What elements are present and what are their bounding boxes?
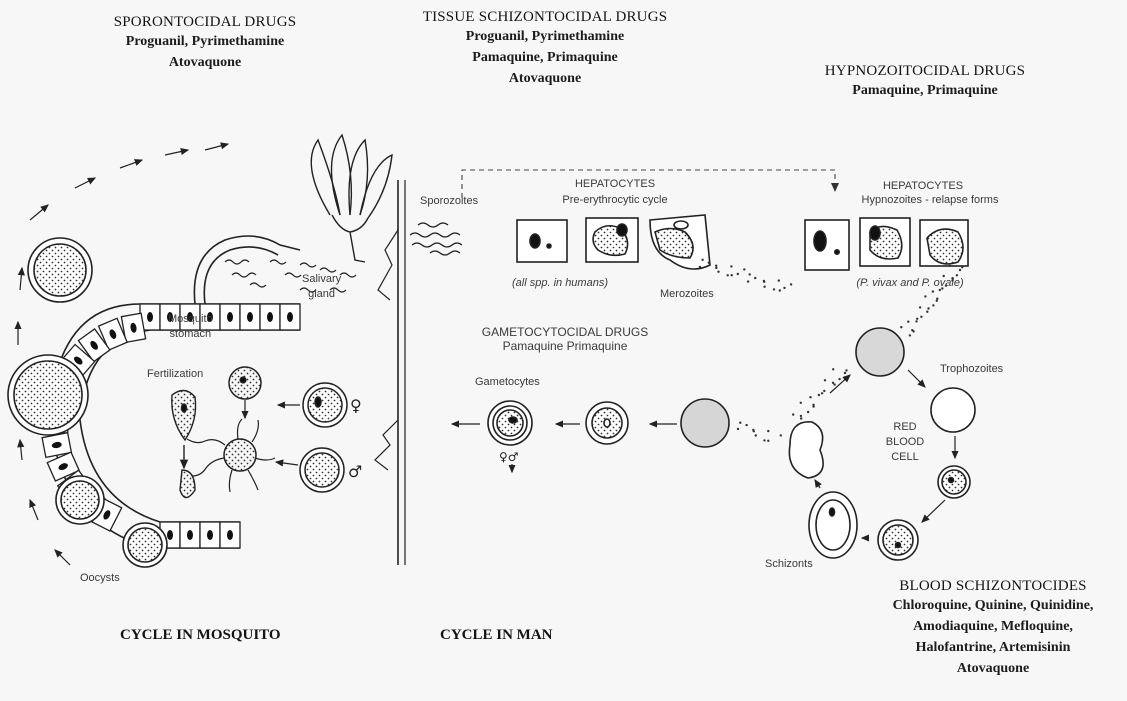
tissue-schizontocidal-group: TISSUE SCHIZONTOCIDAL DRUGS Proguanil, P… [420, 9, 670, 89]
proboscis [375, 180, 405, 565]
label-gametocytes: Gametocytes [475, 376, 540, 388]
mosquito-gametocytes [300, 383, 347, 492]
exflagellation [187, 367, 275, 492]
label-hepatocytes-1: HEPATOCYTES [560, 178, 670, 190]
sporontocidal-group: SPORONTOCIDAL DRUGS Proguanil, Pyrimetha… [100, 14, 310, 73]
tissue-schizontocidal-drugs-2: Pamaquine, Primaquine [420, 47, 670, 68]
sporontocidal-drugs-1: Proguanil, Pyrimethamine [100, 31, 310, 52]
gametocyte-row-arrows [452, 424, 677, 472]
hypnozoitocidal-drugs: Pamaquine, Primaquine [800, 80, 1050, 101]
label-trophozoites: Trophozoites [940, 363, 1003, 375]
tissue-schizontocidal-title: TISSUE SCHIZONTOCIDAL DRUGS [420, 9, 670, 26]
gametocyte-entry-arrows [276, 405, 300, 465]
label-schizonts: Schizonts [765, 558, 813, 570]
ookinete [172, 390, 196, 497]
label-hepatocytes-2: HEPATOCYTES [868, 180, 978, 192]
gametocytocidal-title: GAMETOCYTOCIDAL DRUGS [455, 325, 675, 339]
sporozoites-in-man [410, 223, 462, 255]
hepatocytes-pre-erythrocytic [517, 215, 710, 269]
label-pre-erythrocytic: Pre-erythrocytic cycle [548, 194, 682, 206]
hypnozoitocidal-title: HYPNOZOITOCIDAL DRUGS [800, 63, 1050, 80]
label-salivary-gland: Salivary gland [302, 272, 341, 302]
blood-schizontocides-drugs-1: Chloroquine, Quinine, Quinidine, [868, 595, 1118, 616]
salivary-gland [311, 135, 392, 262]
label-oocysts: Oocysts [80, 572, 120, 584]
female-symbol: ♀ [350, 396, 362, 415]
label-red-blood-cell: RED BLOOD CELL [880, 420, 930, 465]
gametocyte-row [488, 399, 729, 447]
tissue-schizontocidal-drugs-3: Atovaquone [420, 68, 670, 89]
sporontocidal-title: SPORONTOCIDAL DRUGS [100, 14, 310, 31]
blood-schizontocides-drugs-3: Halofantrine, Artemisinin [868, 637, 1118, 658]
blood-schizontocides-group: BLOOD SCHIZONTOCIDES Chloroquine, Quinin… [868, 578, 1118, 679]
label-hypnozoites: Hypnozoites - relapse forms [850, 194, 1010, 206]
tissue-schizontocidal-drugs-1: Proguanil, Pyrimethamine [420, 26, 670, 47]
blood-schizontocides-drugs-2: Amodiaquine, Mefloquine, [868, 616, 1118, 637]
blood-schizontocides-title: BLOOD SCHIZONTOCIDES [868, 578, 1118, 595]
label-mosquito-stomach: Mosquito stomach [168, 312, 213, 342]
cycle-in-mosquito: CYCLE IN MOSQUITO [120, 627, 281, 644]
label-all-spp: (all spp. in humans) [500, 277, 620, 289]
blood-schizontocides-drugs-4: Atovaquone [868, 658, 1118, 679]
gametocytocidal-drugs: Pamaquine Primaquine [455, 339, 675, 353]
label-fertilization: Fertilization [147, 368, 203, 380]
bursting-oocyst [194, 236, 300, 304]
label-vivax-ovale: (P. vivax and P. ovale) [845, 277, 975, 289]
cycle-in-man: CYCLE IN MAN [440, 627, 553, 644]
label-sporozoites: Sporozoites [420, 195, 478, 207]
male-symbol: ♂ [348, 462, 362, 481]
gametocytocidal-group: GAMETOCYTOCIDAL DRUGS Pamaquine Primaqui… [455, 325, 675, 353]
hypnozoitocidal-group: HYPNOZOITOCIDAL DRUGS Pamaquine, Primaqu… [800, 63, 1050, 101]
gamete-symbols: ♀♂ [499, 450, 519, 464]
label-merozoites: Merozoites [660, 288, 714, 300]
sporontocidal-drugs-2: Atovaquone [100, 52, 310, 73]
oocysts [8, 238, 167, 567]
hepatocytes-hypnozoites [805, 218, 968, 270]
